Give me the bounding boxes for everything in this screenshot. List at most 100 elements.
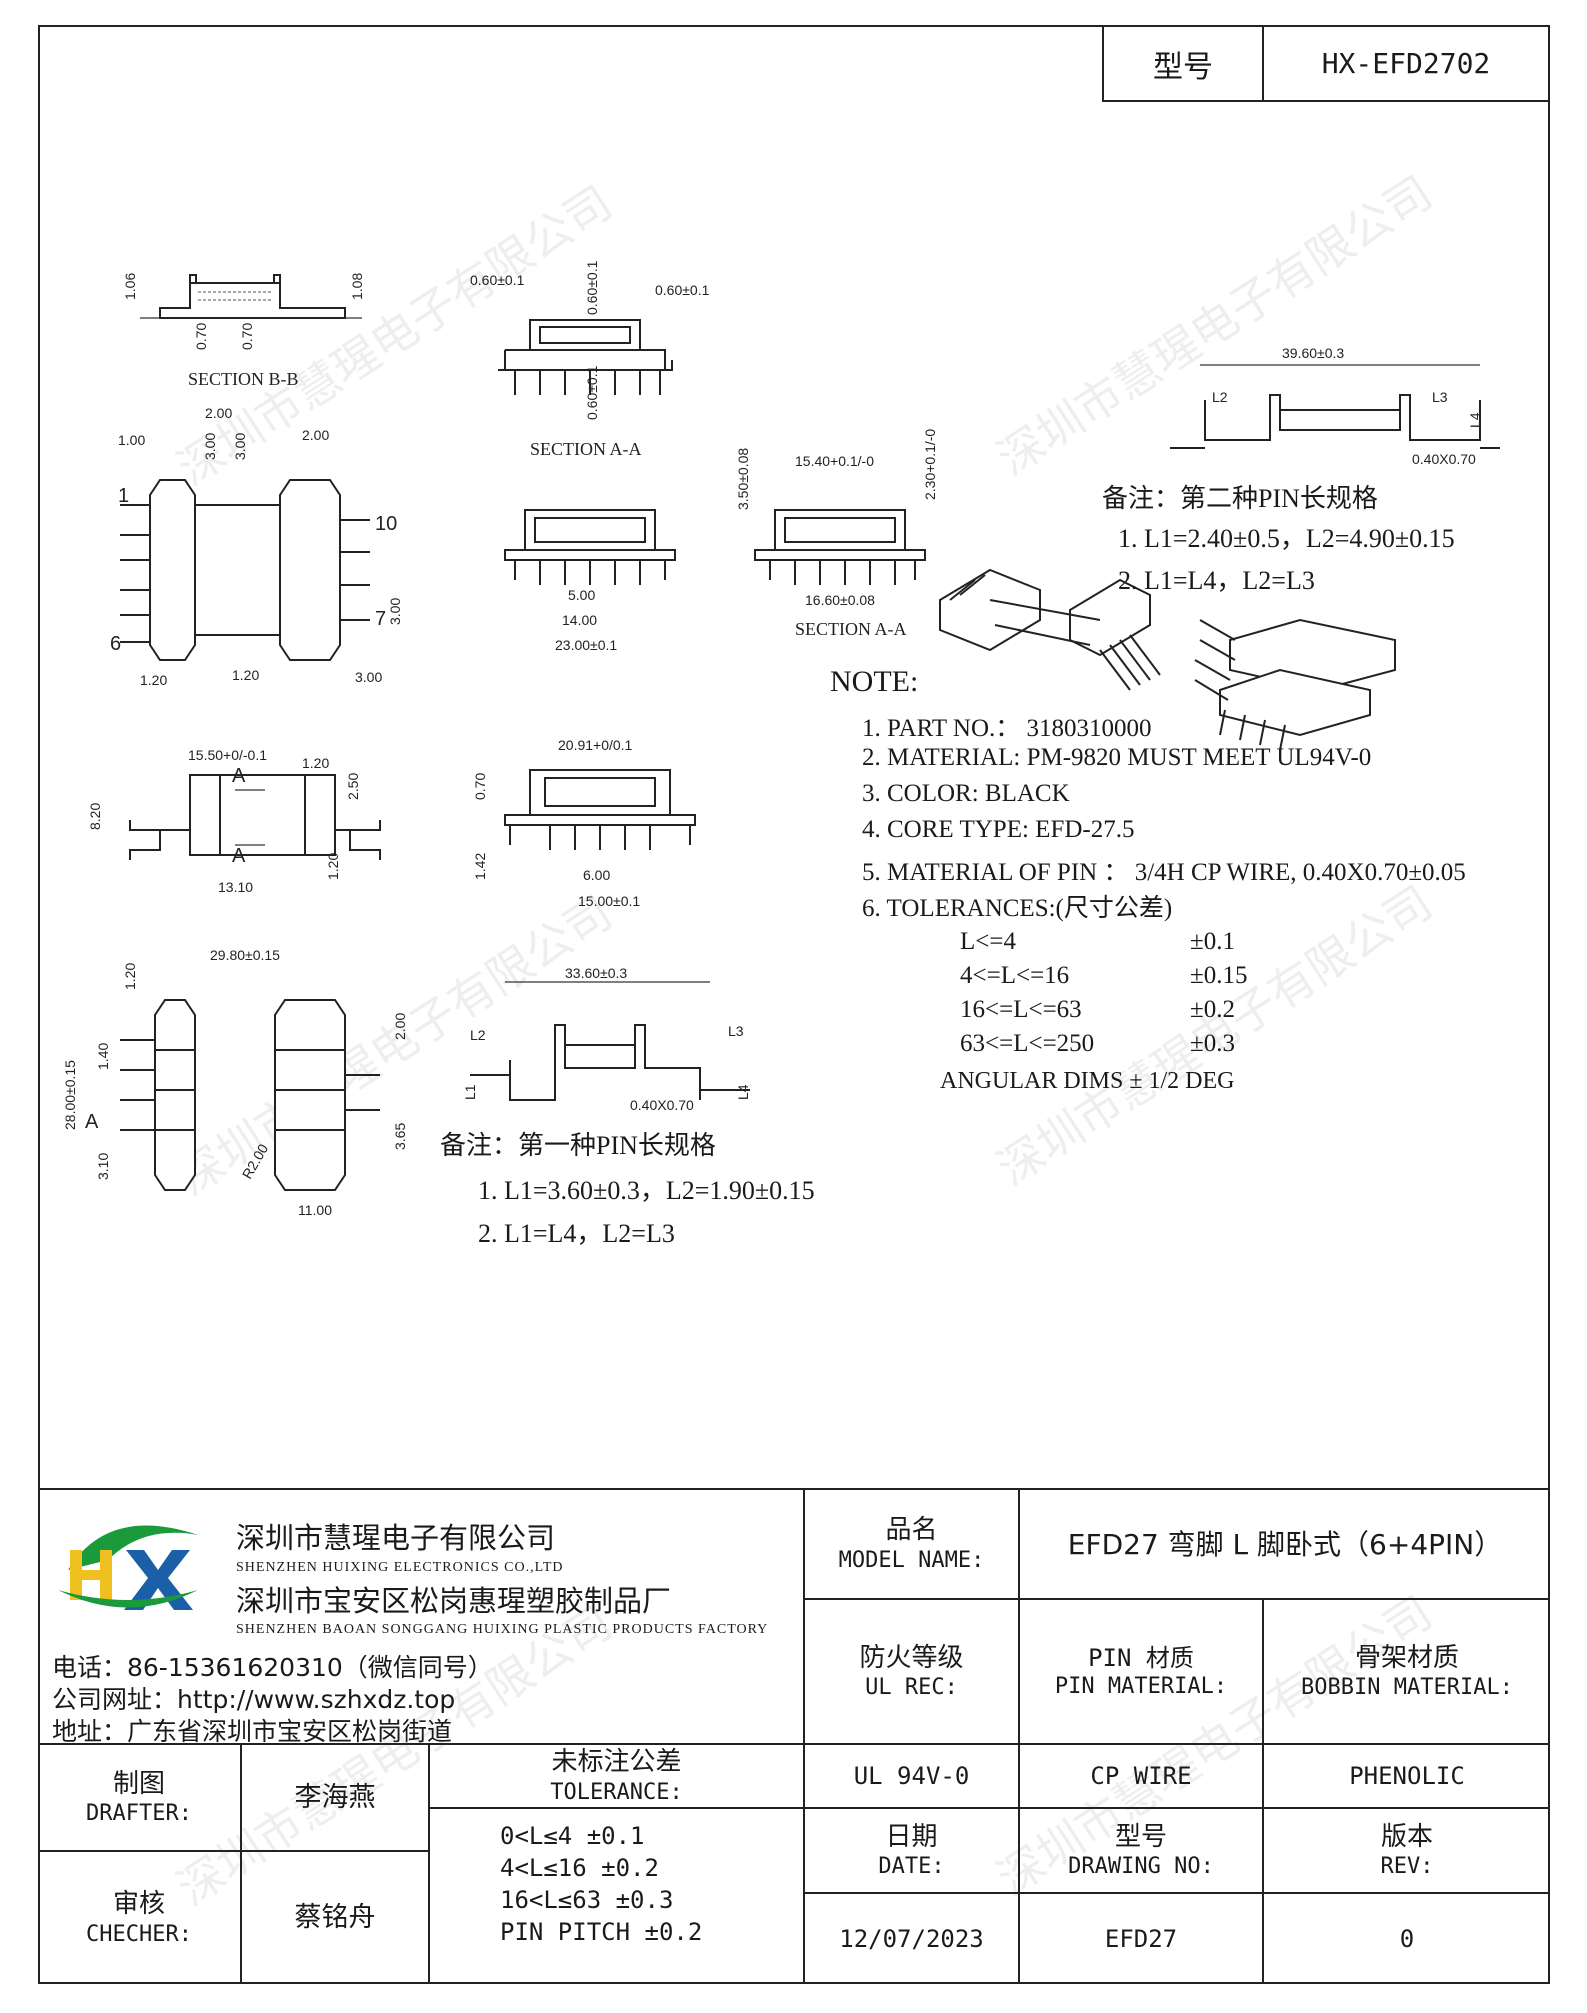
- dim-label: 1.20: [140, 672, 167, 688]
- tolerance-value: ±0.15: [1190, 962, 1248, 989]
- tolerance-value: ±0.2: [1190, 996, 1235, 1023]
- pin-material-label: PIN 材质 PIN MATERIAL:: [1054, 1643, 1228, 1699]
- factory-name-en: SHENZHEN BAOAN SONGGANG HUIXING PLASTIC …: [236, 1622, 769, 1637]
- dim-label: 0.60±0.1: [470, 272, 525, 288]
- dim-label: 0.70: [472, 773, 488, 800]
- dim-label: 3.10: [95, 1153, 111, 1180]
- pin-spec-1-title: 备注：第一种PIN长规格: [440, 1131, 716, 1160]
- drawing-no-value: EFD27: [1104, 1925, 1178, 1953]
- dim-label: 0.40X0.70: [630, 1097, 694, 1113]
- drafter-label: 制图 DRAFTER:: [86, 1768, 192, 1827]
- pin-length-diagram-1: 33.60±0.3 L2 L3 L1 L4 0.40X0.70: [462, 965, 751, 1113]
- dim-label: 33.60±0.3: [565, 965, 627, 981]
- model-label: 型号: [1104, 27, 1264, 100]
- dim-label: 2.50: [345, 773, 361, 800]
- company-name-en: SHENZHEN HUIXING ELECTRONICS CO.,LTD: [236, 1560, 564, 1575]
- dim-label: 28.00±0.15: [62, 1060, 78, 1130]
- bobbin-value: PHENOLIC: [1349, 1762, 1465, 1790]
- front-view-pins: 1 6 10 7 2.00 2.00 1.00 3.00 3.00 3.00 1…: [110, 405, 403, 688]
- angular-dims: ANGULAR DIMS ± 1/2 DEG: [940, 1068, 1235, 1094]
- ul-rec-label: 防火等级 UL REC:: [859, 1642, 964, 1701]
- section-aa-view-right: 15.40+0.1/-0 3.50±0.08 2.30+0.1/-0 16.60…: [735, 429, 938, 639]
- dim-label: L1: [462, 1084, 478, 1100]
- dim-label: 1.42: [472, 853, 488, 880]
- dim-label: 6.00: [583, 867, 610, 883]
- dim-label: 20.91+0/0.1: [558, 737, 633, 753]
- grid-line: [803, 1598, 1550, 1600]
- tolerance-range: L<=4: [960, 928, 1016, 955]
- dim-label: L4: [735, 1084, 751, 1100]
- dim-label: 1.20: [122, 963, 138, 990]
- dim-label: 1.06: [122, 273, 138, 300]
- side-view-middle: 20.91+0/0.1 0.70 1.42 6.00 15.00±0.1: [472, 737, 696, 909]
- company-phone: 电话：86-15361620310（微信同号）: [52, 1653, 493, 1682]
- tolerance-range: 16<=L<=63: [960, 996, 1082, 1023]
- dim-label: L4: [1467, 412, 1483, 428]
- section-aa-view-top: 0.60±0.1 0.60±0.1 0.60±0.1 0.60±0.1 SECT…: [470, 260, 710, 459]
- company-name-cn: 深圳市慧瑆电子有限公司: [236, 1521, 556, 1555]
- dim-label: 3.00: [232, 433, 248, 460]
- pin-value: CP WIRE: [1090, 1762, 1192, 1790]
- dim-label: 39.60±0.3: [1282, 345, 1344, 361]
- section-marker: A: [85, 1111, 99, 1133]
- tolerance-line: 0<L≤4 ±0.1: [500, 1822, 645, 1850]
- dim-label: 15.50+0/-0.1: [188, 747, 267, 763]
- pin-number: 10: [375, 513, 397, 535]
- dim-label: 0.60±0.1: [584, 365, 600, 420]
- note-item: 2. MATERIAL: PM-9820 MUST MEET UL94V-0: [862, 744, 1372, 771]
- tolerance-range: 4<=L<=16: [960, 962, 1070, 989]
- note-item: 1. PART NO.： 3180310000: [862, 715, 1152, 742]
- top-view-middle: 5.00 14.00 23.00±0.1: [504, 509, 676, 653]
- dim-label: L2: [470, 1027, 486, 1043]
- dim-label: 3.65: [392, 1123, 408, 1150]
- bobbin-material-label: 骨架材质 BOBBIN MATERIAL:: [1301, 1642, 1513, 1701]
- pin-spec-1-line: 1. L1=3.60±0.3，L2=1.90±0.15: [478, 1176, 815, 1205]
- pin-number: 6: [110, 633, 121, 655]
- tolerance-range: 63<=L<=250: [960, 1030, 1095, 1057]
- company-website: 公司网址：http://www.szhxdz.top: [52, 1685, 456, 1714]
- dim-label: 15.00±0.1: [578, 893, 640, 909]
- grid-line: [803, 1892, 1550, 1894]
- dim-label: 1.08: [349, 273, 365, 300]
- factory-name-cn: 深圳市宝安区松岗惠瑆塑胶制品厂: [236, 1584, 672, 1618]
- ul-value: UL 94V-0: [853, 1762, 970, 1790]
- tolerance-value: ±0.3: [1190, 1030, 1235, 1057]
- model-name-value: EFD27 弯脚 L 脚卧式（6+4PIN）: [1067, 1527, 1503, 1561]
- grid-line: [428, 1743, 430, 1984]
- notes-title: NOTE:: [830, 665, 919, 698]
- section-aa-label: SECTION A-A: [530, 439, 642, 459]
- drawing-no-label: 型号 DRAWING NO:: [1068, 1821, 1214, 1880]
- model-value: HX-EFD2702: [1321, 47, 1491, 80]
- dim-label: 3.00: [355, 669, 382, 685]
- dim-label: 1.20: [302, 755, 329, 771]
- dim-label: 13.10: [218, 879, 253, 895]
- dim-label: 2.00: [392, 1013, 408, 1040]
- side-view: 15.50+0/-0.1 1.20 2.50 8.20 A A 13.10 1.…: [87, 747, 381, 895]
- dim-label: 0.60±0.1: [655, 282, 710, 298]
- dim-label: 0.70: [193, 323, 209, 350]
- pin-number: 1: [118, 485, 129, 507]
- tolerance-line: 16<L≤63 ±0.3: [500, 1886, 674, 1914]
- rev-label: 版本 REV:: [1380, 1821, 1434, 1880]
- note-item: 4. CORE TYPE: EFD-27.5: [862, 816, 1135, 843]
- grid-line: [1018, 1488, 1020, 1984]
- dim-label: L3: [728, 1023, 744, 1039]
- grid-line: [38, 1743, 1550, 1745]
- section-aa-label: SECTION A-A: [795, 619, 907, 639]
- section-bb-label: SECTION B-B: [188, 369, 299, 389]
- title-block-divider: [38, 1488, 1550, 1490]
- dim-label: 0.40X0.70: [1412, 451, 1476, 467]
- tolerance-label: 未标注公差 TOLERANCE:: [550, 1747, 683, 1805]
- tolerance-line: PIN PITCH ±0.2: [500, 1918, 703, 1946]
- company-address: 地址：广东省深圳市宝安区松岗街道: [52, 1717, 453, 1746]
- dim-label: 0.60±0.1: [584, 260, 600, 315]
- section-marker: A: [232, 765, 246, 787]
- dim-label: 16.60±0.08: [805, 592, 875, 608]
- dim-label: 2.30+0.1/-0: [922, 429, 938, 500]
- tolerance-line: 4<L≤16 ±0.2: [500, 1854, 659, 1882]
- pin-spec-2-line: 1. L1=2.40±0.5，L2=4.90±0.15: [1118, 524, 1455, 553]
- section-marker: A: [232, 845, 246, 867]
- dim-label: 15.40+0.1/-0: [795, 453, 874, 469]
- dim-label: 8.20: [87, 803, 103, 830]
